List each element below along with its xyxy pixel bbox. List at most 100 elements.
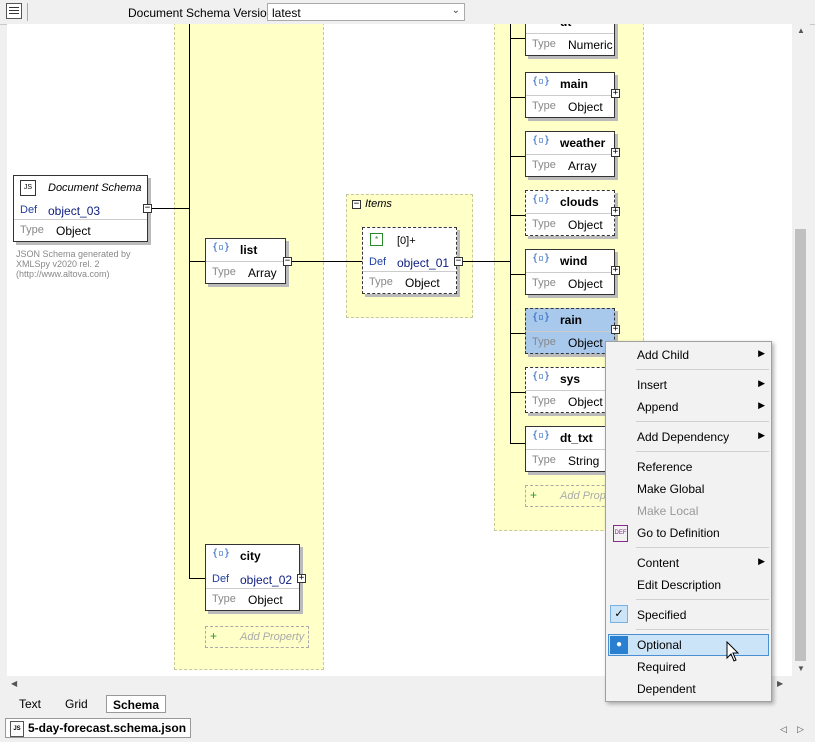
menu-dependent[interactable]: Dependent: [608, 678, 769, 700]
property-node-main[interactable]: {▫}mainTypeObject: [525, 72, 615, 118]
city-name: city: [240, 549, 261, 563]
property-node-rain[interactable]: {▫}rainTypeObject: [525, 308, 615, 354]
menu-add-dependency[interactable]: Add Dependency▶: [608, 426, 769, 448]
schema-version-select[interactable]: latest ⌄: [267, 3, 465, 21]
property-type-label: Type: [532, 159, 556, 171]
city-def-label: Def: [212, 573, 229, 585]
json-schema-icon: JS: [20, 180, 36, 196]
property-type-value: Object: [568, 277, 603, 291]
document-schema-node[interactable]: JS Document Schema Def object_03 TypeObj…: [13, 175, 148, 242]
menu-make-global[interactable]: Make Global: [608, 478, 769, 500]
add-property-right-button[interactable]: + Add Prop: [525, 485, 615, 507]
menu-insert-label: Insert: [637, 378, 667, 392]
object-brace-icon: {▫}: [212, 548, 230, 559]
view-toggle-icon[interactable]: [6, 3, 22, 19]
file-tab[interactable]: JS 5-day-forecast.schema.json: [5, 718, 191, 738]
city-def-value[interactable]: object_02: [240, 573, 292, 587]
menu-add-child[interactable]: Add Child▶: [608, 344, 769, 366]
menu-optional[interactable]: ● Optional: [608, 634, 769, 656]
menu-content[interactable]: Content▶: [608, 552, 769, 574]
tab-scroll-left-icon[interactable]: ◁: [780, 724, 787, 735]
property-name: main: [560, 77, 588, 91]
vertical-scrollbar[interactable]: ▲ ▼: [792, 24, 810, 676]
tab-text[interactable]: Text: [13, 695, 47, 713]
list-name: list: [240, 243, 257, 257]
add-property-icon: +: [210, 629, 217, 643]
collapse-items-button[interactable]: −: [352, 200, 361, 209]
menu-reference[interactable]: Reference: [608, 456, 769, 478]
file-tab-label: 5-day-forecast.schema.json: [28, 721, 186, 735]
checkmark-icon: ✓: [610, 605, 628, 623]
menu-go-to-definition-label: Go to Definition: [637, 526, 720, 540]
property-node-sys[interactable]: {▫}sysTypeObject: [525, 367, 615, 413]
property-type-value: Array: [568, 159, 597, 173]
property-type-value: Object: [568, 336, 603, 350]
property-node-dt[interactable]: {▫} dtType Numeric: [525, 24, 615, 56]
object-brace-icon: {▫}: [532, 24, 550, 25]
tab-schema-label: Schema: [113, 698, 159, 712]
menu-edit-description[interactable]: Edit Description: [608, 574, 769, 596]
expand-wind-button[interactable]: +: [611, 266, 620, 275]
items-node[interactable]: * [0]+ Def object_01 TypeObject: [362, 227, 457, 294]
menu-required[interactable]: Required: [608, 656, 769, 678]
menu-edit-description-label: Edit Description: [637, 578, 721, 592]
tab-scroll-right-icon[interactable]: ▷: [797, 724, 804, 735]
scroll-left-icon[interactable]: ◀: [11, 679, 17, 688]
collapse-list-button[interactable]: −: [283, 257, 292, 266]
menu-make-global-label: Make Global: [637, 482, 704, 496]
add-property-icon: +: [530, 488, 537, 502]
expand-city-button[interactable]: +: [297, 574, 306, 583]
city-node[interactable]: {▫} city Def object_02 TypeObject: [205, 544, 300, 611]
root-title: Document Schema: [48, 182, 142, 194]
radio-bullet-icon: ●: [610, 636, 628, 654]
property-name: dt_txt: [560, 431, 593, 445]
tab-schema[interactable]: Schema ▼: [106, 695, 166, 713]
property-name: dt: [560, 24, 571, 29]
object-brace-icon: {▫}: [532, 194, 550, 205]
collapse-root-button[interactable]: −: [143, 204, 152, 213]
menu-add-child-label: Add Child: [637, 348, 689, 362]
root-type-label: Type: [20, 224, 44, 236]
property-type-label: Type: [532, 38, 556, 50]
menu-make-local-label: Make Local: [637, 504, 698, 518]
expand-main-button[interactable]: +: [611, 89, 620, 98]
property-type-value: Numeric: [568, 38, 613, 52]
scroll-right-icon[interactable]: ▶: [777, 679, 783, 688]
expand-clouds-button[interactable]: +: [611, 207, 620, 216]
property-node-clouds[interactable]: {▫}cloudsTypeObject: [525, 190, 615, 236]
expand-rain-button[interactable]: +: [611, 325, 620, 334]
property-node-weather[interactable]: {▫}weatherTypeArray: [525, 131, 615, 177]
property-name: rain: [560, 313, 582, 327]
expand-weather-button[interactable]: +: [611, 148, 620, 157]
schema-version-label: Document Schema Version:: [128, 6, 277, 20]
root-def-value[interactable]: object_03: [48, 204, 100, 218]
add-property-right-label: Add Prop: [560, 490, 606, 502]
list-node[interactable]: {▫} list TypeArray: [205, 238, 286, 284]
menu-make-local: Make Local: [608, 500, 769, 522]
collapse-item-button[interactable]: −: [454, 257, 463, 266]
city-type-label: Type: [212, 593, 236, 605]
property-name: sys: [560, 372, 580, 386]
menu-dependent-label: Dependent: [637, 682, 696, 696]
chevron-down-icon: ⌄: [452, 5, 460, 16]
menu-append-label: Append: [637, 400, 678, 414]
object-brace-icon: {▫}: [532, 312, 550, 323]
scroll-down-icon[interactable]: ▼: [797, 664, 805, 673]
vertical-scroll-thumb[interactable]: [795, 229, 806, 661]
property-node-dt-txt[interactable]: {▫}dt_txtTypeString: [525, 426, 615, 472]
menu-append[interactable]: Append▶: [608, 396, 769, 418]
menu-specified[interactable]: ✓ Specified: [608, 604, 769, 626]
item-type-value: Object: [405, 276, 440, 290]
menu-go-to-definition[interactable]: DEF Go to Definition: [608, 522, 769, 544]
scroll-up-icon[interactable]: ▲: [797, 26, 805, 35]
tab-grid[interactable]: Grid: [59, 695, 94, 713]
schema-version-value: latest: [272, 6, 301, 20]
property-type-value: Object: [568, 395, 603, 409]
menu-insert[interactable]: Insert▶: [608, 374, 769, 396]
go-to-definition-icon: DEF: [613, 525, 628, 542]
property-node-wind[interactable]: {▫}windTypeObject: [525, 249, 615, 295]
object-brace-icon: {▫}: [532, 371, 550, 382]
add-property-button[interactable]: + Add Property: [205, 626, 309, 648]
item-def-value[interactable]: object_01: [397, 256, 449, 270]
item-type-label: Type: [369, 276, 393, 288]
